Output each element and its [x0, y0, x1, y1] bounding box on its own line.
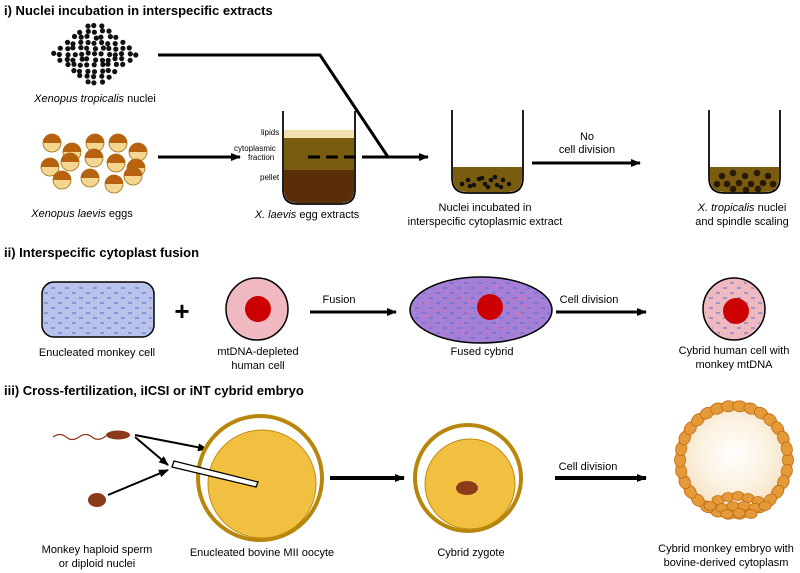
fusion-label: Fusion	[322, 294, 355, 306]
egg-icon	[52, 170, 72, 190]
human-cell-icon	[225, 277, 289, 341]
eggs-icon	[40, 133, 148, 194]
no-label: No	[580, 131, 594, 143]
egg-icon	[40, 157, 60, 177]
extract-label: X. laevis egg extracts	[254, 209, 360, 221]
embryo-label1: Cybrid monkey embryo with	[658, 543, 794, 555]
egg-icon	[84, 148, 104, 168]
egg-icon	[128, 142, 148, 162]
section-title-ii: ii) Interspecific cytoplast fusion	[4, 245, 199, 260]
egg-icon	[104, 174, 124, 194]
oocyte-icon	[196, 414, 324, 542]
zygote-label: Cybrid zygote	[437, 547, 504, 559]
monkey-cell-label: Enucleated monkey cell	[39, 347, 155, 359]
arrow-sperm-to-oocyte	[134, 434, 208, 452]
transfer-line	[158, 53, 390, 158]
cybrid-human-label2: monkey mtDNA	[695, 359, 773, 371]
cybrid-human-label1: Cybrid human cell with	[679, 345, 790, 357]
zygote-icon	[413, 423, 523, 533]
sperm-label2: or diploid nuclei	[59, 558, 135, 570]
egg-icon	[106, 153, 126, 173]
blastocyst-icon	[674, 400, 794, 520]
plus-sign: +	[174, 296, 189, 326]
human-cell-label1: mtDNA-depleted	[217, 346, 298, 358]
spindle-tube-icon	[708, 110, 781, 194]
tube-cyto-label-2: fraction	[248, 153, 274, 162]
embryo-label2: bovine-derived cytoplasm	[664, 557, 789, 569]
sperm-label1: Monkey haploid sperm	[42, 544, 153, 556]
result-line2: and spindle scaling	[695, 216, 789, 228]
cell-division-label-iii: Cell division	[559, 461, 618, 473]
egg-icon	[108, 133, 128, 153]
section-title-i: i) Nuclei incubation in interspecific ex…	[4, 3, 273, 18]
cell-division-label-ii: Cell division	[560, 294, 619, 306]
arrow-sperm-to-pipette	[134, 436, 169, 466]
no-division-label: cell division	[559, 144, 615, 156]
nuclei-label: Xenopus tropicalis nuclei	[33, 93, 156, 105]
egg-icon	[123, 166, 143, 186]
egg-icon	[60, 152, 80, 172]
incubated-line2: interspecific cytoplasmic extract	[408, 216, 563, 228]
monkey-cell-icon	[41, 281, 155, 338]
egg-icon	[42, 133, 62, 153]
section-title-iii: iii) Cross-fertilization, iICSI or iNT c…	[4, 383, 304, 398]
extract-tube-icon	[282, 111, 356, 205]
nuclei-cluster-icon	[51, 22, 139, 86]
human-cell-label2: human cell	[231, 360, 284, 372]
diploid-nucleus-icon	[88, 493, 106, 507]
sperm-icon	[52, 430, 130, 441]
cybrid-human-cell-icon	[702, 277, 766, 341]
tube-cyto-label-1: cytoplasmic	[234, 144, 276, 153]
tube-pellet-label: pellet	[260, 173, 280, 182]
fused-label: Fused cybrid	[451, 346, 514, 358]
eggs-label: Xenopus laevis eggs	[30, 208, 133, 220]
fused-cybrid-icon	[409, 276, 553, 344]
egg-icon	[80, 168, 100, 188]
arrow-nucleus-to-pipette	[107, 469, 169, 496]
egg-icon	[85, 133, 105, 153]
incubation-tube-icon	[451, 110, 524, 194]
oocyte-label: Enucleated bovine MII oocyte	[190, 547, 334, 559]
micropipette-icon	[171, 460, 259, 488]
result-line1: X. tropicalis nuclei	[697, 202, 787, 214]
tube-lipids-label: lipids	[261, 128, 279, 137]
incubated-line1: Nuclei incubated in	[439, 202, 532, 214]
